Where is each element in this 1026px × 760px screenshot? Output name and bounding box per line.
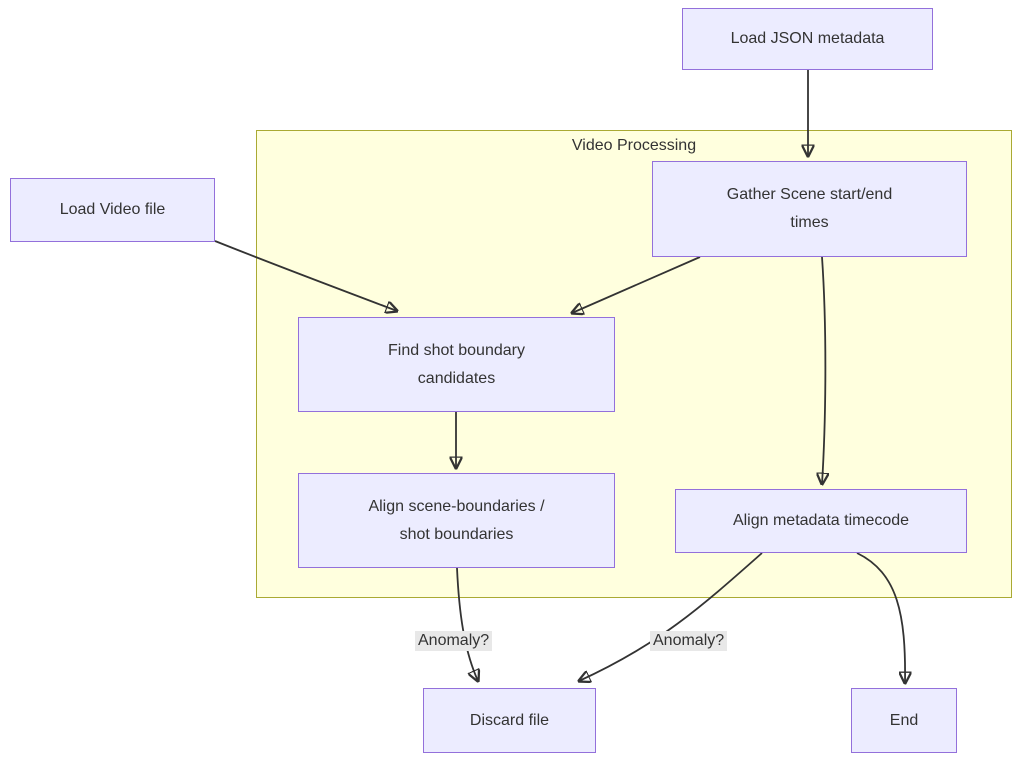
node-label: Align metadata timecode [732, 512, 910, 529]
node-label: Gather Scene start/end times [726, 186, 893, 231]
node-label: Find shot boundary candidates [388, 341, 525, 387]
cluster-title: Video Processing [571, 137, 697, 154]
node-end: End [851, 688, 957, 753]
node-label: Load JSON metadata [730, 30, 885, 47]
node-discard-file: Discard file [423, 688, 596, 753]
node-load-video-file: Load Video file [10, 178, 215, 242]
node-label: Load Video file [59, 201, 166, 218]
node-align-metadata-timecode: Align metadata timecode [675, 489, 967, 553]
edge-label-anomaly-right: Anomaly? [650, 631, 728, 651]
edge-label-anomaly-left: Anomaly? [415, 631, 493, 651]
node-label: Discard file [469, 711, 550, 729]
node-find-shot-boundary-candidates: Find shot boundary candidates [298, 317, 615, 412]
node-gather-scene-times: Gather Scene start/end times [652, 161, 967, 257]
node-load-json-metadata: Load JSON metadata [682, 8, 933, 70]
node-label: Align scene-boundaries / shot boundaries [368, 497, 545, 543]
node-label: End [889, 711, 919, 729]
node-align-scene-shot-boundaries: Align scene-boundaries / shot boundaries [298, 473, 615, 568]
